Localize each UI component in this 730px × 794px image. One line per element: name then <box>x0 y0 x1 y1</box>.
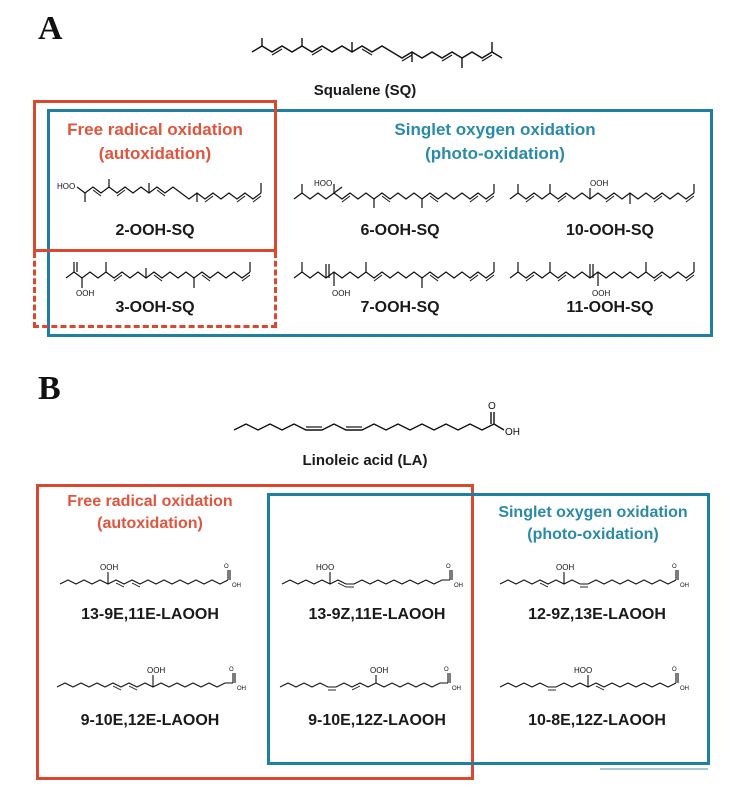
hydroxyl-label: OH <box>680 583 689 589</box>
3-ooh-sq-structure: OOH <box>65 262 251 298</box>
hoo-label: HOO <box>316 563 334 572</box>
carbonyl-o-label: O <box>229 667 234 673</box>
b-photo-oxidation-box <box>267 493 710 765</box>
hydroxyl-label: OH <box>452 686 461 692</box>
11-ooh-sq-structure: OOH <box>509 262 695 298</box>
hoo-label: HOO <box>574 666 592 675</box>
a-free-radical-title: Free radical oxidation <box>67 120 243 139</box>
hydroxyl-label: OH <box>454 583 463 589</box>
ooh-label: OOH <box>592 289 610 298</box>
product-11-ooh-sq: 11-OOH-SQ <box>566 299 654 316</box>
b-free-radical-title: Free radical oxidation <box>67 493 233 510</box>
squalene-label: Squalene (SQ) <box>313 82 417 99</box>
product-12-9z-13e-laooh: 12-9Z,13E-LAOOH <box>528 606 666 623</box>
ooh-label: OOH <box>556 563 574 572</box>
hydroxyl-label: OH <box>505 427 520 438</box>
product-6-ooh-sq: 6-OOH-SQ <box>360 222 440 239</box>
carbonyl-o-label: O <box>446 564 451 570</box>
product-10-ooh-sq: 10-OOH-SQ <box>565 222 654 239</box>
carbonyl-o-label: O <box>444 667 449 673</box>
ooh-label: OOH <box>76 289 94 298</box>
b-singlet-oxygen-title: Singlet oxygen oxidation <box>498 504 688 521</box>
7-ooh-sq-structure: OOH <box>293 262 495 298</box>
2-ooh-sq-structure: HOO <box>57 179 262 203</box>
ooh-label: OOH <box>370 666 388 675</box>
product-9-10e-12e-laooh: 9-10E,12E-LAOOH <box>80 712 220 729</box>
ooh-label: OOH <box>590 179 608 188</box>
hoo-label: HOO <box>57 182 75 191</box>
ooh-label: OOH <box>147 666 165 675</box>
a-photo-oxidation-subtitle: (photo-oxidation) <box>425 144 565 163</box>
panel-b-letter: B <box>38 370 61 407</box>
carbonyl-o-label: O <box>224 564 229 570</box>
ooh-label: OOH <box>100 563 118 572</box>
product-13-9z-11e-laooh: 13-9Z,11E-LAOOH <box>308 606 446 623</box>
a-autoxidation-subtitle: (autoxidation) <box>98 144 212 163</box>
product-10-8e-12z-laooh: 10-8E,12Z-LAOOH <box>528 712 666 729</box>
12-9z-13e-laooh-structure: OOH O OH <box>499 563 689 589</box>
b-photo-oxidation-subtitle: (photo-oxidation) <box>527 526 659 543</box>
squalene-structure <box>251 38 503 68</box>
product-3-ooh-sq: 3-OOH-SQ <box>115 299 195 316</box>
product-7-ooh-sq: 7-OOH-SQ <box>360 299 440 316</box>
9-10e-12e-laooh-structure: OOH O OH <box>56 666 246 692</box>
ooh-label: OOH <box>332 289 350 298</box>
10-ooh-sq-structure: OOH <box>509 179 695 204</box>
a-autoxidation-box <box>33 100 277 252</box>
product-13-9e-11e-laooh: 13-9E,11E-LAOOH <box>81 606 219 623</box>
13-9z-11e-laooh-structure: HOO O OH <box>281 563 463 589</box>
a-autoxidation-dashed-box <box>33 252 277 328</box>
product-9-10e-12z-laooh: 9-10E,12Z-LAOOH <box>308 712 446 729</box>
linoleic-acid-structure: O OH <box>233 401 520 438</box>
carbonyl-o-label: O <box>672 667 677 673</box>
hydroxyl-label: OH <box>237 686 246 692</box>
linoleic-acid-label: Linoleic acid (LA) <box>302 452 428 469</box>
b-autoxidation-subtitle: (autoxidation) <box>97 515 203 532</box>
carbonyl-o-label: O <box>488 401 496 412</box>
a-photo-oxidation-box <box>47 109 713 337</box>
13-9e-11e-laooh-structure: OOH O OH <box>59 563 241 589</box>
hydroxyl-label: OH <box>232 583 241 589</box>
10-8e-12z-laooh-structure: HOO O OH <box>499 666 689 692</box>
decorative-line <box>600 768 708 770</box>
carbonyl-o-label: O <box>672 564 677 570</box>
9-10e-12z-laooh-structure: OOH O OH <box>279 666 461 692</box>
hydroxyl-label: OH <box>680 686 689 692</box>
b-autoxidation-box <box>36 484 474 780</box>
panel-a-letter: A <box>38 10 63 47</box>
hoo-label: HOO <box>314 179 332 188</box>
a-singlet-oxygen-title: Singlet oxygen oxidation <box>394 120 596 139</box>
product-2-ooh-sq: 2-OOH-SQ <box>115 222 195 239</box>
6-ooh-sq-structure: HOO <box>293 179 495 208</box>
